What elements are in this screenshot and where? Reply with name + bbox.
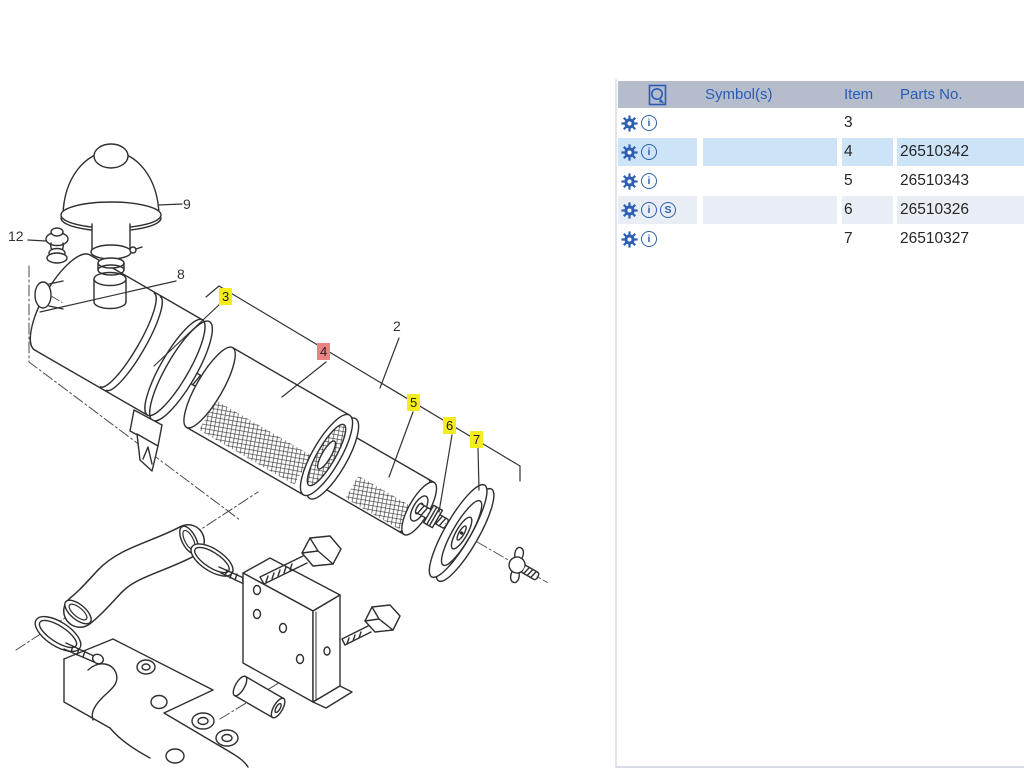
callout-5[interactable]: 5: [407, 394, 421, 411]
info-icon[interactable]: i: [641, 173, 657, 189]
parts-table-header: Symbol(s) Item Parts No.: [618, 81, 1024, 108]
callout-4[interactable]: 4: [317, 343, 331, 360]
gear-icon[interactable]: [621, 201, 638, 219]
callout-6[interactable]: 6: [443, 417, 457, 434]
parts-row-item-6[interactable]: i S 6 26510326: [618, 196, 1024, 224]
schematic-s-icon[interactable]: S: [660, 202, 676, 218]
symbols-cell: [703, 109, 837, 137]
mounting-bracket: [242, 557, 353, 709]
parts-number: 26510343: [900, 172, 969, 189]
item-number: 6: [844, 201, 853, 218]
outer-filter-element: [183, 346, 360, 500]
preview-column-header: [618, 81, 697, 108]
hose-clamp-upper: [190, 543, 255, 587]
panel-divider: [615, 79, 617, 768]
parts-number: 26510327: [900, 230, 969, 247]
parts-table: Symbol(s) Item Parts No. i 3 i 4: [618, 81, 1024, 253]
pre-cleaner-cap: [60, 143, 162, 276]
exploded-parts-diagram: [15, 143, 548, 768]
leader-lines: [27, 203, 521, 513]
info-icon[interactable]: i: [641, 115, 657, 131]
parts-row-item-5[interactable]: i 5 26510343: [618, 167, 1024, 195]
symbols-cell: [703, 225, 837, 253]
hose-clamp-lower: [34, 615, 105, 665]
intake-hose: [63, 524, 205, 628]
bracket-bolt-upper: [259, 535, 342, 585]
parts-number: 26510342: [900, 143, 969, 160]
symbols-cell: [703, 138, 837, 166]
item-number: 4: [844, 143, 853, 160]
parts-row-item-3[interactable]: i 3: [618, 109, 1024, 137]
magnifier-icon[interactable]: [648, 84, 667, 106]
end-cover-disc: [428, 483, 495, 583]
item-number: 3: [844, 114, 853, 131]
gear-icon[interactable]: [621, 114, 638, 132]
item-number: 7: [844, 230, 853, 247]
gear-icon[interactable]: [621, 143, 638, 161]
symbols-column-header[interactable]: Symbol(s): [705, 86, 773, 103]
dust-drain-valve: [129, 409, 163, 472]
wing-nut: [508, 546, 540, 584]
side-stub: [34, 280, 64, 310]
air-cleaner-axis-group: [29, 253, 548, 584]
parts-number: 26510326: [900, 201, 969, 218]
callout-12[interactable]: 12: [8, 228, 24, 244]
symbols-cell: [703, 167, 837, 195]
inlet-port: [93, 271, 127, 310]
info-icon[interactable]: i: [641, 202, 657, 218]
callout-8[interactable]: 8: [177, 266, 185, 282]
item-number: 5: [844, 172, 853, 189]
callout-7[interactable]: 7: [470, 431, 484, 448]
gear-icon[interactable]: [621, 172, 638, 190]
info-icon[interactable]: i: [641, 144, 657, 160]
info-icon[interactable]: i: [641, 231, 657, 247]
parts-row-item-7[interactable]: i 7 26510327: [618, 225, 1024, 253]
symbols-cell: [703, 196, 837, 224]
breather-cap: [45, 227, 69, 264]
panel-bottom-edge: [616, 766, 1024, 768]
engine-block: [63, 638, 249, 768]
callout-9[interactable]: 9: [183, 196, 191, 212]
bracket-bolt-lower: [341, 604, 401, 646]
parts-no-column-header[interactable]: Parts No.: [900, 86, 963, 103]
callout-2[interactable]: 2: [393, 318, 401, 334]
gear-icon[interactable]: [621, 230, 638, 248]
parts-row-item-4[interactable]: i 4 26510342: [618, 138, 1024, 166]
spacer-sleeve: [232, 675, 286, 719]
item-column-header[interactable]: Item: [844, 86, 874, 103]
callout-3[interactable]: 3: [219, 288, 233, 305]
